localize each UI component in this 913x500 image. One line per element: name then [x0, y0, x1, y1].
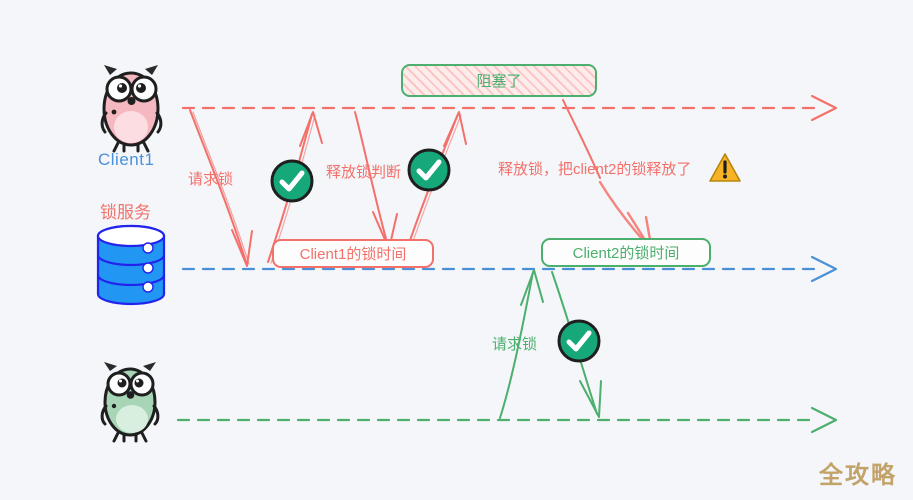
lock-service-label: 锁服务 — [100, 203, 151, 222]
database-icon — [96, 224, 166, 306]
arrow-request-lock-2 — [499, 269, 544, 419]
timeline-client2 — [176, 406, 838, 434]
check-badge-ack2 — [407, 148, 451, 192]
request-lock-2-label: 请求锁 — [492, 336, 538, 353]
arrow-request-lock-1 — [189, 109, 253, 267]
timeline-client1 — [181, 94, 838, 122]
lock-time-client2-box: Client2的锁时间 — [541, 238, 711, 267]
release-lock-judge-label: 释放锁判断 — [326, 164, 402, 181]
blocked-box: 阻塞了 — [401, 64, 597, 97]
warning-triangle-icon — [709, 153, 741, 182]
gopher-green-icon — [100, 362, 160, 443]
check-badge-ack1 — [270, 159, 314, 203]
connector-blocked-box — [562, 99, 601, 179]
request-lock-1-label: 请求锁 — [188, 171, 234, 188]
gopher-pink-icon — [100, 65, 163, 153]
check-badge-ack3 — [557, 319, 601, 363]
client1-label: Client1 — [98, 150, 155, 169]
timeline-lock-service — [181, 255, 838, 283]
release-lock-warning-label: 释放锁，把client2的锁释放了 — [498, 161, 692, 178]
watermark: 全攻略 — [819, 462, 897, 489]
lock-time-client1-box: Client1的锁时间 — [272, 239, 434, 268]
